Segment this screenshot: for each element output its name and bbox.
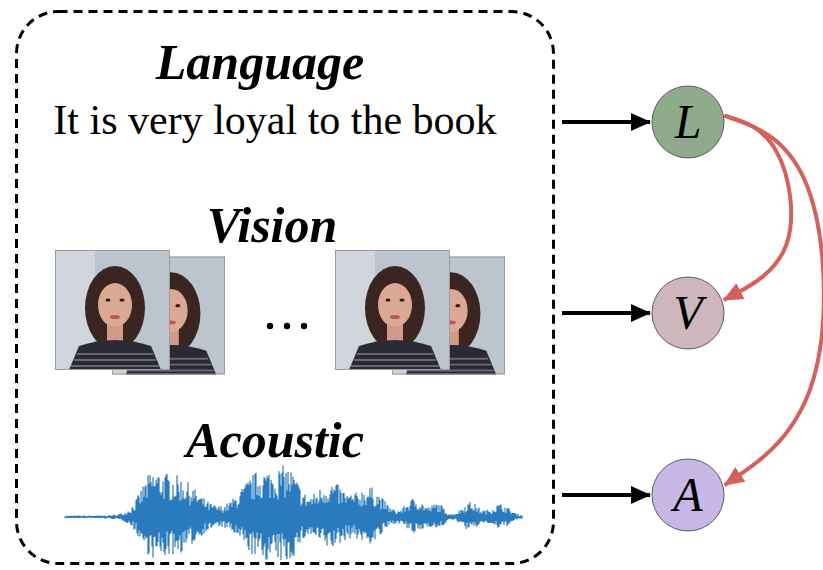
modality-group: Language It is very loyal to the bookVisi… (15, 10, 555, 565)
circle-shape (652, 86, 724, 158)
connector-arrow (562, 311, 650, 315)
circle-label: V (673, 289, 702, 337)
modality-heading: Vision (207, 200, 338, 250)
modality-circle: V (651, 276, 725, 350)
circle-shape (652, 459, 724, 531)
modality-circle: A (651, 458, 725, 532)
dashed-border (15, 10, 555, 565)
ellipsis-dot (284, 323, 290, 329)
circle-shape (652, 277, 724, 349)
connector-arrow (724, 116, 823, 486)
audio-waveform (65, 466, 522, 561)
video-frame (335, 250, 450, 370)
circle-label: A (673, 471, 702, 519)
ellipsis-dot (301, 323, 307, 329)
dashed-rect (17, 12, 554, 564)
video-frame (55, 250, 170, 370)
ellipsis-dot (267, 323, 273, 329)
modality-heading: Acoustic (186, 415, 364, 465)
modality-circle: L (651, 85, 725, 159)
example-sentence: It is very loyal to the book (53, 99, 496, 141)
connector-arrow (562, 493, 650, 497)
connector-arrow (562, 120, 650, 124)
modality-heading: Language (156, 37, 364, 87)
circle-label: L (675, 98, 702, 146)
